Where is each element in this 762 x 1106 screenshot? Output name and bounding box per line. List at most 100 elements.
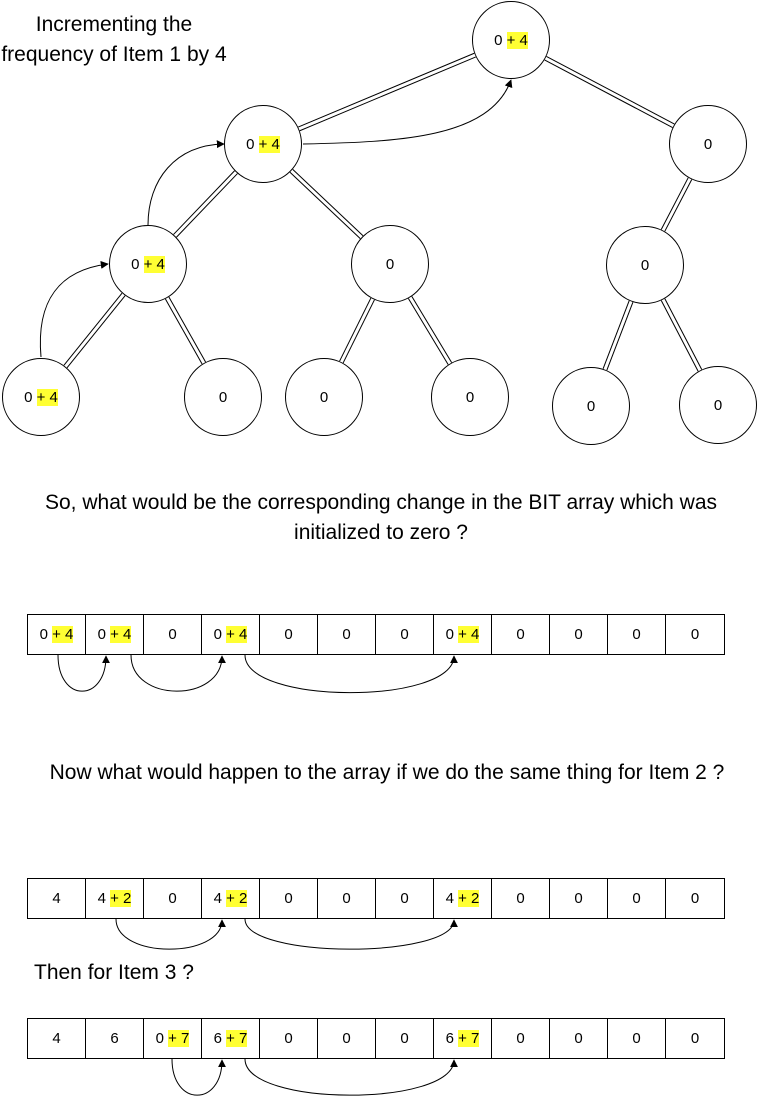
array-cell-6: 0 — [318, 879, 376, 918]
increment-highlight: + 4 — [110, 626, 132, 643]
base-value: 0 — [400, 1030, 409, 1047]
array-cell-3: 0 — [144, 615, 202, 654]
base-value: 0 — [284, 1030, 293, 1047]
base-value: 0 — [246, 135, 255, 153]
base-value: 0 — [400, 890, 409, 907]
tree-node-leaf-4: 0 — [431, 358, 509, 436]
increment-highlight: + 2 — [110, 890, 132, 907]
base-value: 0 — [703, 135, 713, 153]
base-value: 0 — [632, 626, 641, 643]
increment-highlight: + 4 — [52, 626, 74, 643]
array-cell-3: 0 — [144, 879, 202, 918]
base-value: 0 — [516, 890, 525, 907]
base-value: 0 — [632, 890, 641, 907]
array-cell-3: 0 + 7 — [144, 1019, 202, 1058]
base-value: 0 — [690, 1030, 700, 1047]
array-cell-7: 0 — [376, 615, 434, 654]
tree-node-l1-left: 0 + 4 — [224, 105, 302, 183]
arrow-a1-2-4 — [130, 654, 226, 692]
base-value: 0 — [168, 890, 177, 907]
array-cell-1: 4 — [28, 1019, 86, 1058]
base-value: 0 — [319, 388, 329, 406]
array-cell-1: 0 + 4 — [28, 615, 86, 654]
tree-node-l2-a: 0 + 4 — [109, 225, 187, 303]
base-value: 0 — [690, 890, 700, 907]
array-cell-11: 0 — [608, 615, 666, 654]
question-item-3: Then for Item 3 ? — [34, 961, 194, 984]
base-value: 0 — [213, 626, 222, 643]
array-cell-10: 0 — [550, 615, 608, 654]
tree-node-l1-right: 0 — [669, 105, 747, 183]
tree-edge-l2-c-leaf-5 — [606, 301, 634, 371]
base-value: 0 — [342, 1030, 351, 1047]
base-value: 0 — [218, 388, 228, 406]
arrow-a2-4-8 — [244, 918, 458, 950]
increment-highlight: + 7 — [226, 1030, 248, 1047]
arrow-leaf1-to-l2a — [39, 260, 109, 358]
base-value: 0 — [465, 388, 475, 406]
base-value: 0 — [39, 626, 48, 643]
tree-edges — [63, 52, 703, 372]
array-cell-2: 6 — [86, 1019, 144, 1058]
base-value: 4 — [52, 1030, 61, 1047]
increment-highlight: + 4 — [258, 135, 280, 153]
tree-edge-root-l1-left — [297, 52, 475, 128]
base-value: 0 — [516, 626, 525, 643]
array-cell-12: 0 — [666, 615, 724, 654]
array-cell-8: 4 + 2 — [434, 879, 492, 918]
tree-edge-l2-b-leaf-4 — [411, 296, 453, 363]
base-value: 0 — [574, 890, 583, 907]
increment-highlight: + 4 — [506, 31, 528, 49]
base-value: 0 — [586, 397, 596, 415]
increment-highlight: + 4 — [226, 626, 248, 643]
array-cell-6: 0 — [318, 1019, 376, 1058]
array-cell-5: 0 — [260, 1019, 318, 1058]
update-path-arrows — [39, 79, 513, 1096]
base-value: 4 — [52, 890, 61, 907]
tree-edge-root-l1-right — [544, 59, 673, 129]
arrow-a1-4-8 — [244, 654, 458, 694]
array-cell-5: 0 — [260, 615, 318, 654]
base-value: 4 — [97, 890, 106, 907]
array-cell-6: 0 — [318, 615, 376, 654]
base-value: 0 — [155, 1030, 164, 1047]
base-value: 0 — [342, 890, 351, 907]
base-value: 6 — [445, 1030, 454, 1047]
tree-node-leaf-3: 0 — [285, 358, 363, 436]
tree-edge-l1-left-l2-b — [289, 171, 361, 240]
tree-edge-l2-b-leaf-4 — [407, 298, 449, 365]
array-cell-10: 0 — [550, 1019, 608, 1058]
question-bit-array: So, what would be the corresponding chan… — [45, 491, 717, 544]
tree-edge-l2-c-leaf-6 — [664, 298, 703, 370]
increment-highlight: + 4 — [458, 626, 480, 643]
array-cell-8: 0 + 4 — [434, 615, 492, 654]
array-cell-4: 0 + 4 — [202, 615, 260, 654]
base-value: 0 — [640, 256, 650, 274]
tree-edge-l1-left-l2-b — [292, 168, 364, 237]
question-item-2: Now what would happen to the array if we… — [49, 761, 725, 784]
arrow-a2-2-4 — [115, 918, 226, 950]
tree-edge-l2-b-leaf-3 — [339, 297, 372, 362]
array-cell-12: 0 — [666, 1019, 724, 1058]
tree-node-leaf-2: 0 — [184, 358, 262, 436]
array-cell-9: 0 — [492, 615, 550, 654]
array-cell-4: 6 + 7 — [202, 1019, 260, 1058]
arrow-a3-4-8 — [244, 1058, 458, 1096]
base-value: 0 — [713, 396, 723, 414]
base-value: 4 — [213, 890, 222, 907]
tree-edge-l2-a-leaf-2 — [164, 298, 203, 365]
base-value: 0 — [445, 626, 454, 643]
base-value: 0 — [385, 255, 395, 273]
base-value: 0 — [494, 31, 503, 49]
base-value: 6 — [213, 1030, 222, 1047]
increment-highlight: + 2 — [226, 890, 248, 907]
array-cell-7: 0 — [376, 1019, 434, 1058]
array-cell-11: 0 — [608, 879, 666, 918]
increment-highlight: + 7 — [458, 1030, 480, 1047]
array-cell-9: 0 — [492, 1019, 550, 1058]
base-value: 0 — [131, 255, 140, 273]
array-cell-7: 0 — [376, 879, 434, 918]
diagram-title: Incrementing the frequency of Item 1 by … — [1, 13, 227, 66]
